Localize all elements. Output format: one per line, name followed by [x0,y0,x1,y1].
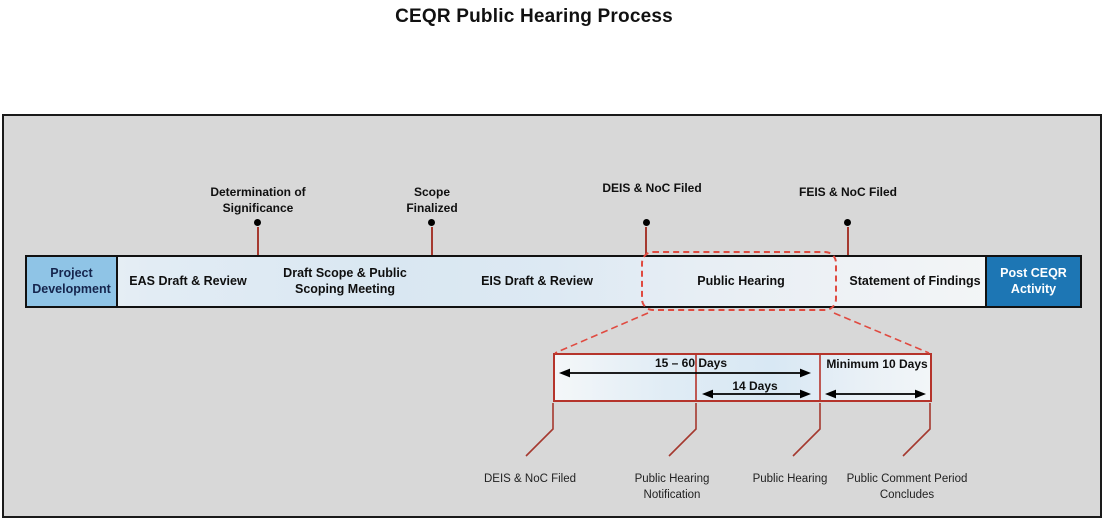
duration-label-minimum-10-days: Minimum 10 Days [826,357,928,371]
milestone-dot [643,219,650,226]
event-label-public-hearing: Public Hearing [752,473,828,485]
milestone-stem-line [257,227,259,255]
public-hearing-callout-outline [641,251,837,311]
milestone-stem-line [645,227,647,255]
segment-statement-of-findings: Statement of Findings [849,273,981,288]
milestone-dot [428,219,435,226]
milestone-stem-line [431,227,433,255]
milestone-dot [844,219,851,226]
duration-label-14-days: 14 Days [732,379,778,393]
event-label-deis-noc-filed: DEIS & NoC Filed [483,473,577,485]
event-label-public-hearing-notification: Public Hearing Notification [634,473,710,501]
segment-post-ceqr-activity: Post CEQR Activity [985,255,1082,308]
milestone-dot [254,219,261,226]
event-label-public-comment-period-concludes: Public Comment Period Concludes [846,473,968,501]
segment-eas-draft-review: EAS Draft & Review [129,273,247,288]
segment-project-development: Project Development [25,255,118,308]
page-title: CEQR Public Hearing Process [395,6,673,27]
milestone-label-feis-noc-filed: FEIS & NoC Filed [798,185,897,199]
process-timeline-bar [25,255,1082,308]
milestone-label-deis-noc-filed: DEIS & NoC Filed [602,181,702,195]
segment-public-hearing: Public Hearing [697,273,785,288]
duration-label-15-60-days: 15 – 60 Days [654,356,728,370]
milestone-label-scope-finalized: Scope Finalized [406,185,458,215]
milestone-stem-line [847,227,849,255]
diagram-panel [2,114,1102,518]
milestone-label-determination-of-significance: Determination of Significance [210,185,306,215]
segment-eis-draft-review: EIS Draft & Review [481,273,593,288]
segment-draft-scope-public-scoping-meeting: Draft Scope & Public Scoping Meeting [283,265,407,296]
